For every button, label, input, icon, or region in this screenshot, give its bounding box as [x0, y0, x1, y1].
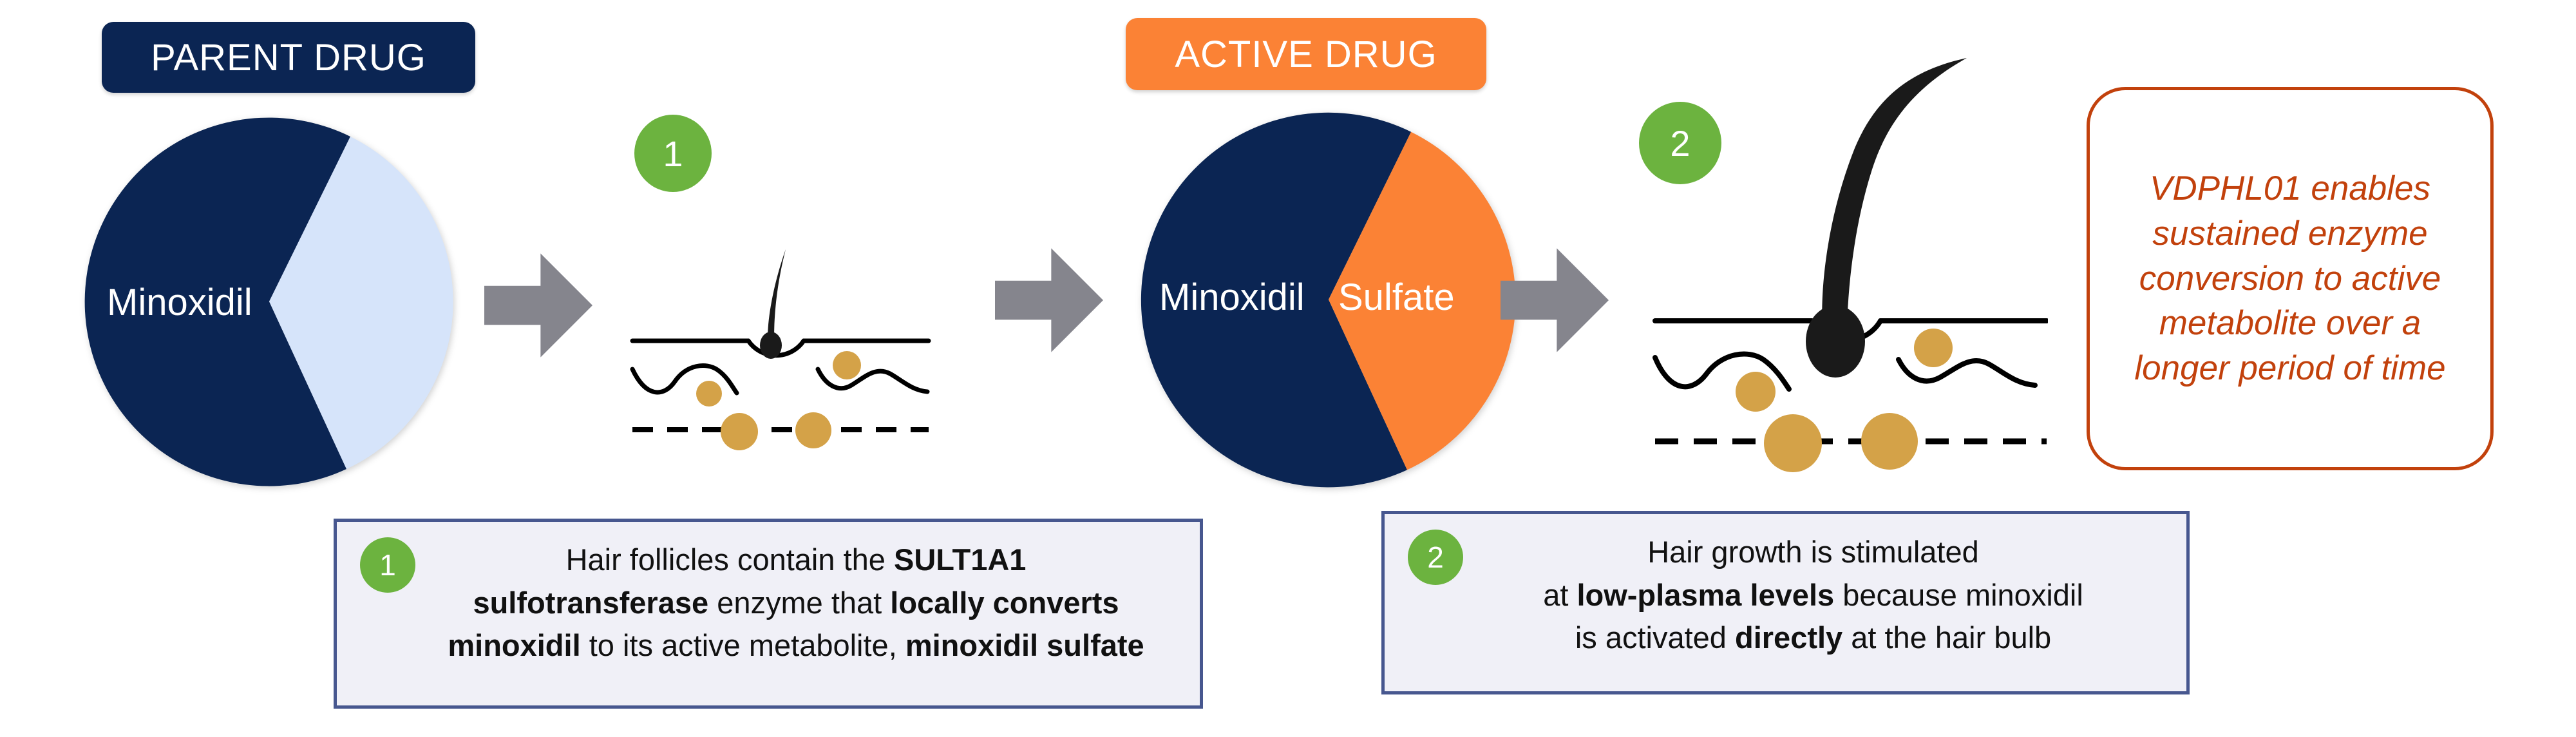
active-pie-slice-label-minoxidil: Minoxidil: [1159, 276, 1305, 318]
parent-pie-slice-label-minoxidil: Minoxidil: [107, 282, 252, 323]
hair-follicle-illustration-large: [1629, 52, 2048, 490]
caption-2-step-marker: 2: [1408, 530, 1463, 585]
step-marker-1: 1: [634, 115, 712, 192]
caption-1-step-marker: 1: [360, 537, 415, 593]
caption-2-step-marker-label: 2: [1427, 541, 1444, 574]
caption-1-step-marker-label: 1: [379, 548, 396, 582]
active-drug-badge-label: ACTIVE DRUG: [1175, 33, 1437, 75]
active-drug-badge: ACTIVE DRUG: [1126, 18, 1486, 90]
step-marker-2-label: 2: [1670, 122, 1690, 164]
flow-arrow-right-icon-3: [1501, 246, 1609, 354]
active-pie-slice-label-sulfate: Sulfate: [1338, 276, 1455, 318]
hair-follicle-illustration-small: [599, 213, 934, 483]
vdphl01-callout-box: VDPHL01 enables sustained enzyme convers…: [2087, 87, 2494, 470]
active-drug-pie-chart: Minoxidil Sulfate: [1132, 103, 1525, 496]
flow-arrow-right-icon-2: [995, 246, 1103, 354]
parent-drug-badge-label: PARENT DRUG: [151, 36, 426, 79]
flow-arrow-right-icon-1: [484, 251, 592, 359]
vdphl01-callout-text: VDPHL01 enables sustained enzyme convers…: [2134, 169, 2446, 388]
step-marker-1-label: 1: [663, 133, 683, 174]
parent-drug-badge: PARENT DRUG: [102, 22, 475, 93]
parent-drug-pie-chart: Minoxidil: [76, 108, 462, 495]
step-marker-2: 2: [1639, 102, 1721, 184]
